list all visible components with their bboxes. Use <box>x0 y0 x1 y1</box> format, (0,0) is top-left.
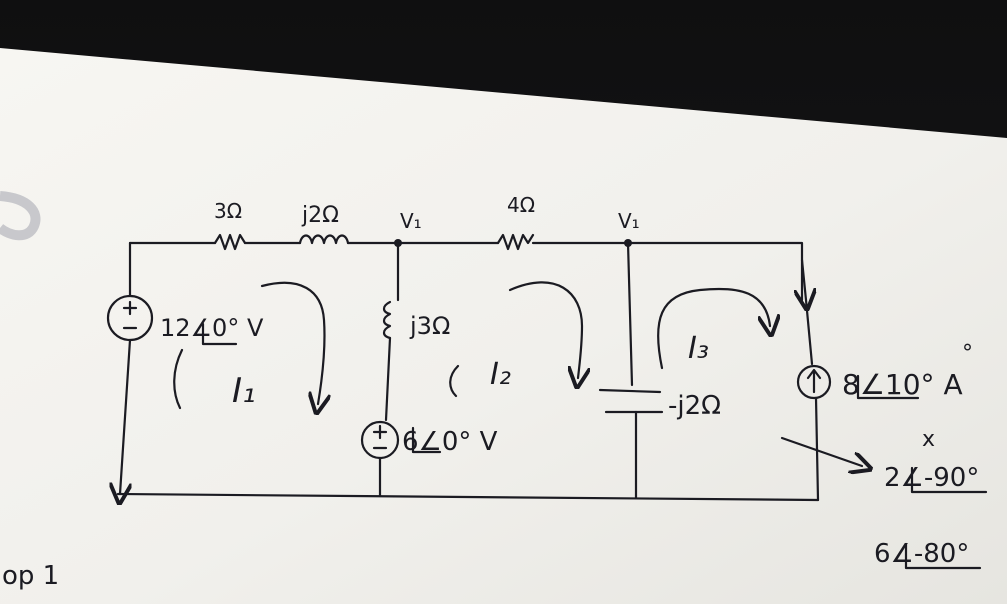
label-l1: j2Ω <box>301 203 339 228</box>
label-x-mark: x <box>922 427 935 452</box>
current-source-arrow <box>806 368 822 394</box>
mesh-arrow-i2 <box>508 281 582 378</box>
wire-right-arrow <box>802 258 806 300</box>
angle-symbol-src1 <box>201 322 238 346</box>
plus-sign-src1 <box>122 300 138 316</box>
label-cap: -j2Ω <box>668 391 721 421</box>
label-answer1: 2∠-90° <box>884 463 979 493</box>
label-mesh3: I₃ <box>688 331 709 366</box>
label-answer2: 6∠-80° <box>874 539 969 569</box>
angle-symbol-ans2 <box>904 542 982 570</box>
current-source-8a <box>796 364 832 400</box>
label-src3: 8∠10° A <box>842 368 963 401</box>
label-l2: j3Ω <box>409 312 450 340</box>
mesh-arrow-i3 <box>657 287 770 370</box>
label-mesh2: I₂ <box>490 357 511 392</box>
label-node-right: V₁ <box>618 209 640 233</box>
label-node-left: V₁ <box>400 209 422 233</box>
label-src2: 6∠0° V <box>402 427 498 457</box>
wire-left-vertical-bottom <box>120 338 130 494</box>
resistor-3ohm <box>213 233 247 251</box>
label-degree-mark: ° <box>962 341 973 366</box>
plus-sign-src2 <box>372 424 388 440</box>
node-v1-left <box>394 239 402 247</box>
paper-sheet <box>0 48 1007 604</box>
wire-bottom <box>116 492 820 502</box>
label-src1: 12∠0° V <box>160 314 264 342</box>
mesh-arc-i1 <box>173 348 184 410</box>
node-v1-right <box>624 239 632 247</box>
mesh-arrow-i1 <box>260 281 325 404</box>
inductor-j2 <box>298 234 350 245</box>
label-mesh1: I₁ <box>232 371 256 411</box>
label-r2: 4Ω <box>507 193 535 217</box>
wire-mid-lower <box>384 336 392 422</box>
wire-cap-top <box>626 241 634 387</box>
mesh-arc-i2 <box>449 364 460 398</box>
wire-node-right <box>626 241 804 302</box>
wire-right-bottom <box>814 396 820 502</box>
inductor-j3 <box>382 300 392 340</box>
label-corner-note: op 1 <box>2 561 59 591</box>
binder-ring <box>0 191 41 241</box>
angle-symbol-src3 <box>856 374 920 400</box>
answer-arrow <box>780 436 862 466</box>
capacitor-plate-top <box>598 388 662 394</box>
angle-symbol-src2 <box>411 426 442 454</box>
label-r1: 3Ω <box>214 199 242 223</box>
wire-right-mid <box>804 298 814 366</box>
resistor-4ohm <box>496 233 535 251</box>
angle-symbol-ans1 <box>910 466 988 494</box>
